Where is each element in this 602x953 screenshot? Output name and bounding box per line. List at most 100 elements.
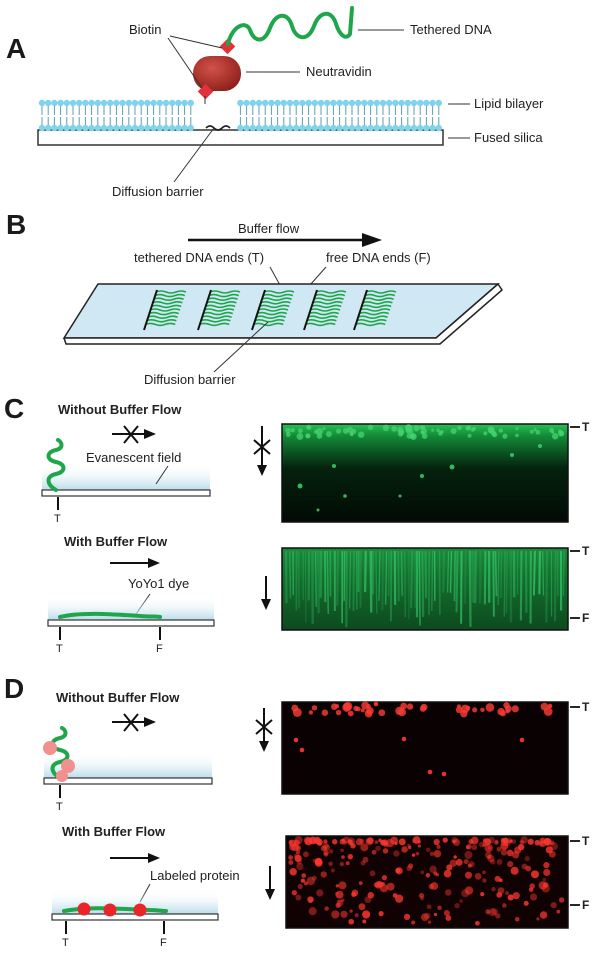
fluor-spot bbox=[515, 427, 519, 431]
lipid-head bbox=[125, 124, 132, 132]
diffusion-barrier-label-a: Diffusion barrier bbox=[112, 184, 204, 199]
fluor-spot bbox=[398, 494, 402, 498]
protein-spot bbox=[429, 851, 435, 856]
dna-streak bbox=[431, 550, 434, 611]
lipid-head bbox=[255, 99, 263, 107]
lipid-head bbox=[249, 99, 256, 107]
fluor-spot bbox=[420, 474, 424, 478]
c-image-with-flow bbox=[281, 547, 569, 631]
protein-spot bbox=[420, 703, 428, 711]
protein-spot bbox=[407, 843, 411, 848]
protein-spot bbox=[382, 848, 389, 854]
protein-spot bbox=[359, 838, 365, 844]
protein-spot bbox=[417, 844, 422, 848]
dna-streak bbox=[385, 550, 388, 605]
dna-molecule bbox=[149, 308, 181, 312]
protein-spot bbox=[311, 705, 318, 711]
dna-streak bbox=[348, 550, 352, 609]
lipid-head bbox=[57, 99, 64, 107]
lipid-head bbox=[138, 99, 145, 107]
lipid-head bbox=[150, 99, 157, 107]
protein-spot bbox=[369, 870, 376, 877]
d-blocked-vertical-arrowhead bbox=[259, 741, 269, 752]
c-t1-label: T bbox=[54, 513, 61, 525]
lipid-head bbox=[144, 99, 151, 107]
fluor-spot bbox=[346, 426, 354, 434]
protein-spot bbox=[514, 846, 522, 854]
fluor-spot bbox=[437, 431, 443, 436]
lipid-head bbox=[274, 124, 281, 132]
lipid-head bbox=[125, 99, 132, 107]
fluor-spot bbox=[367, 424, 374, 430]
dna-streak bbox=[289, 550, 292, 599]
d-flow-arrowhead bbox=[148, 853, 160, 863]
protein-spot bbox=[312, 858, 317, 863]
dna-molecule bbox=[262, 293, 294, 298]
protein-spot bbox=[301, 873, 307, 878]
fluor-spot bbox=[406, 432, 413, 439]
lipid-head bbox=[293, 124, 300, 132]
protein-spot bbox=[415, 851, 420, 856]
fluor-spot bbox=[529, 429, 534, 434]
d-silica-bottom bbox=[51, 913, 219, 921]
protein-spot bbox=[313, 836, 321, 845]
protein-spot bbox=[367, 892, 374, 899]
buffer-flow-arrowhead bbox=[362, 233, 382, 247]
dna-streak bbox=[500, 550, 503, 599]
dna-molecule bbox=[155, 290, 187, 294]
c-vertical-flow-arrowhead bbox=[261, 599, 271, 610]
protein-spot bbox=[328, 849, 334, 854]
protein-spot bbox=[360, 843, 369, 852]
protein-spot bbox=[501, 903, 507, 908]
lipid-head bbox=[82, 99, 89, 107]
protein-spot bbox=[426, 904, 432, 910]
fluor-spot bbox=[316, 433, 323, 439]
lipid-head bbox=[262, 124, 269, 132]
lipid-head bbox=[361, 99, 368, 107]
protein-spot bbox=[530, 870, 539, 879]
fluor-spot bbox=[515, 433, 519, 438]
protein-spot bbox=[487, 854, 495, 863]
protein-spot bbox=[308, 710, 314, 715]
protein-spot bbox=[291, 890, 298, 896]
protein-spot bbox=[427, 920, 432, 924]
dna-molecule bbox=[307, 315, 338, 319]
dna-molecule bbox=[357, 315, 388, 319]
protein-spot bbox=[393, 850, 400, 857]
dna-molecule bbox=[257, 308, 289, 312]
protein-spot bbox=[425, 873, 431, 878]
protein-spot bbox=[471, 844, 478, 851]
fluor-spot bbox=[335, 428, 342, 434]
protein-spot bbox=[328, 861, 333, 867]
lipid-head bbox=[342, 124, 349, 132]
dna-streak bbox=[326, 550, 330, 614]
d-img-t2-label: T bbox=[582, 834, 590, 848]
dna-streak bbox=[404, 550, 406, 617]
protein-spot bbox=[362, 919, 367, 924]
dna-molecule bbox=[256, 311, 288, 316]
protein-spot bbox=[395, 867, 403, 875]
protein-spot bbox=[527, 838, 534, 845]
dna-curtain bbox=[353, 289, 397, 331]
d-cross-2 bbox=[123, 713, 139, 732]
lipid-head bbox=[392, 124, 399, 132]
protein-spot bbox=[542, 877, 547, 882]
lipid-head bbox=[187, 99, 194, 107]
tethered-dna-label: Tethered DNA bbox=[410, 22, 492, 37]
protein-spot bbox=[468, 861, 475, 868]
protein-spot bbox=[480, 707, 485, 713]
dna-molecule bbox=[252, 322, 284, 327]
fluor-spot bbox=[431, 428, 435, 432]
protein-spot bbox=[491, 908, 498, 916]
dna-molecule bbox=[354, 322, 386, 327]
dna-molecule bbox=[202, 311, 234, 316]
fluor-spot bbox=[488, 427, 495, 434]
dna-molecule bbox=[310, 304, 342, 309]
protein-spot bbox=[303, 836, 311, 844]
protein-spot bbox=[294, 854, 302, 863]
protein-spot bbox=[460, 710, 468, 718]
protein-spot bbox=[295, 845, 301, 851]
protein-spot bbox=[306, 876, 316, 886]
protein-spot bbox=[465, 705, 471, 711]
dna-streak bbox=[378, 550, 381, 601]
